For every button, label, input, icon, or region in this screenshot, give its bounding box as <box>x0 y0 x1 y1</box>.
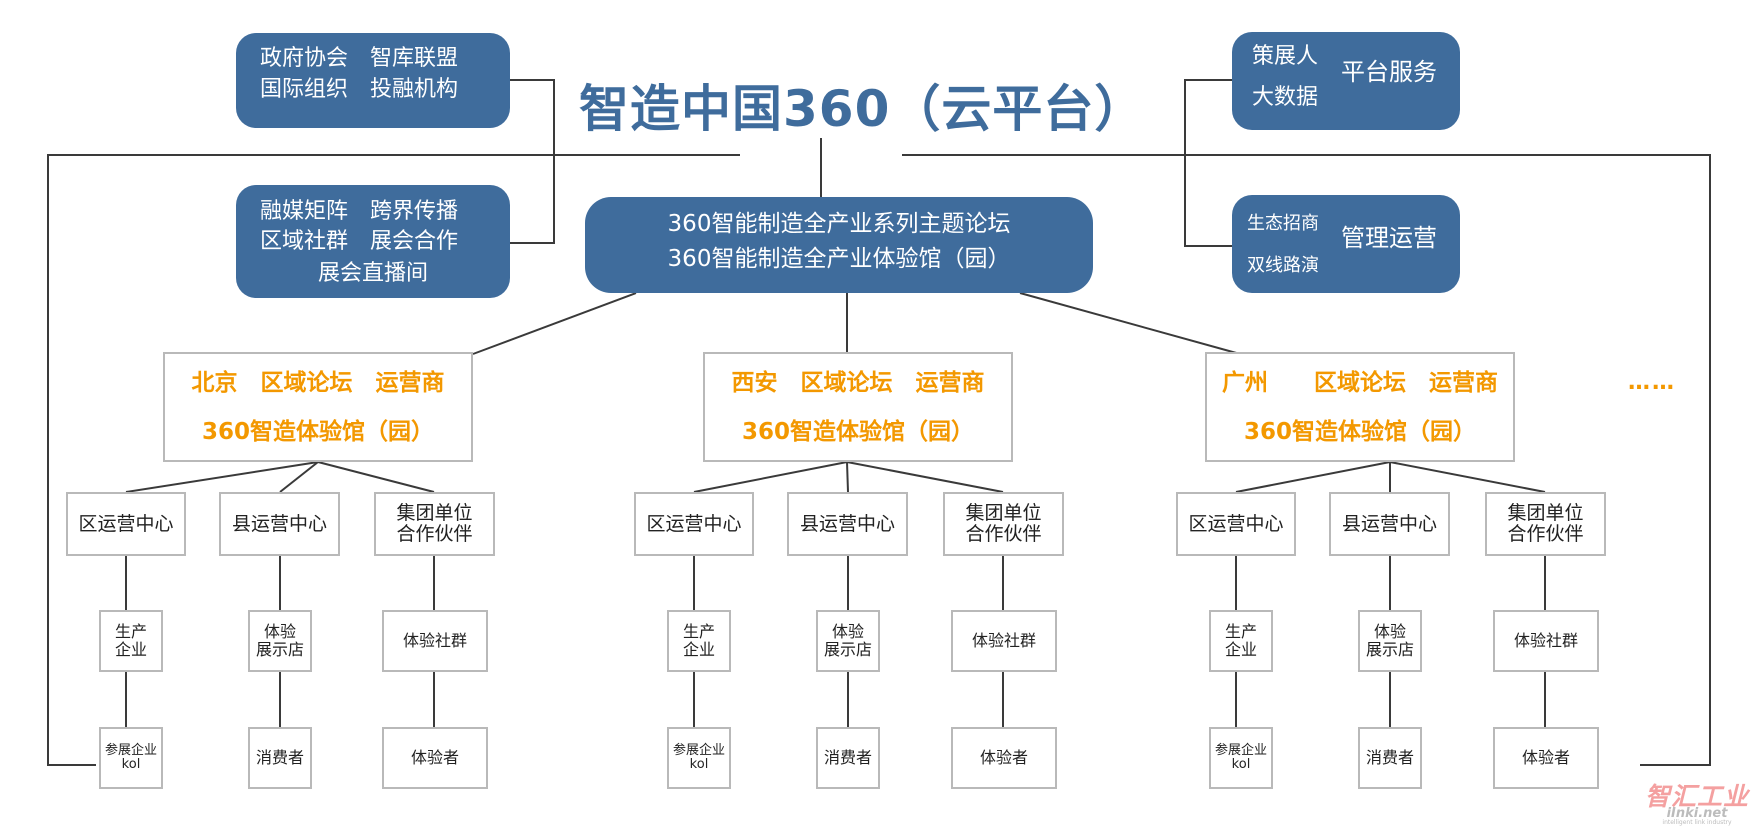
county-ops-center: 县运营中心 <box>219 492 340 556</box>
services-label: 平台服务 <box>1341 58 1437 86</box>
platform-frame-left <box>47 154 740 766</box>
production-enterprise-box: 生产企业 <box>99 610 163 672</box>
tree-connector <box>846 461 1004 493</box>
consumer-box: 消费者 <box>1358 727 1422 789</box>
tree-connector <box>693 461 848 493</box>
experience-community-box: 体验社群 <box>1493 610 1599 672</box>
media-line-2: 区域社群 展会合作 <box>260 229 459 254</box>
region-header-xian: 西安 区域论坛 运营商 360智造体验馆（园） <box>703 352 1013 462</box>
media-line-3: 展会直播间 <box>317 261 428 286</box>
region-header-line-1: 北京 区域论坛 运营商 <box>191 370 445 396</box>
connector <box>1019 292 1241 355</box>
forum-hub-box: 360智能制造全产业系列主题论坛 360智能制造全产业体验馆（园） <box>585 197 1093 293</box>
group-partner-center: 集团单位合作伙伴 <box>943 492 1064 556</box>
experiencer-box: 体验者 <box>382 727 488 789</box>
experience-store-box: 体验展示店 <box>248 610 312 672</box>
services-item-1: 策展人 <box>1252 44 1319 69</box>
hub-line-2: 360智能制造全产业体验馆（园） <box>667 246 1011 272</box>
watermark-logo: 智汇工业 iInki.net intelligent link industry <box>1645 784 1749 826</box>
tree-connector <box>1389 461 1546 493</box>
operations-box: 生态招商 双线路演 管理运营 <box>1232 195 1460 293</box>
group-partner-center: 集团单位合作伙伴 <box>1485 492 1606 556</box>
operations-item-2: 双线路演 <box>1247 255 1319 276</box>
production-enterprise-box: 生产企业 <box>1209 610 1273 672</box>
left-bracket <box>510 79 555 244</box>
operations-item-1: 生态招商 <box>1247 213 1319 234</box>
watermark-subtitle: intelligent link industry <box>1662 819 1732 826</box>
region-header-line-1: 西安 区域论坛 运营商 <box>731 370 985 396</box>
connector <box>472 292 637 355</box>
region-header-line-2: 360智造体验馆（园） <box>741 419 974 445</box>
consumer-box: 消费者 <box>248 727 312 789</box>
county-ops-center: 县运营中心 <box>1329 492 1450 556</box>
media-line-1: 融媒矩阵 跨界传播 <box>260 199 459 224</box>
experience-store-box: 体验展示店 <box>816 610 880 672</box>
district-ops-center: 区运营中心 <box>1176 492 1296 556</box>
tree-connector <box>279 461 319 493</box>
consumer-box: 消费者 <box>816 727 880 789</box>
partners-box: 政府协会 智库联盟 国际组织 投融机构 <box>236 33 510 128</box>
right-bracket <box>1184 79 1232 247</box>
watermark-url: iInki.net <box>1666 806 1728 821</box>
region-header-line-2: 360智造体验馆（园） <box>1243 419 1476 445</box>
page-title: 智造中国360（云平台） <box>579 80 1146 138</box>
partners-line-2: 国际组织 投融机构 <box>260 77 459 102</box>
tree-connector <box>125 461 319 493</box>
tree-connector <box>317 461 435 493</box>
services-item-2: 大数据 <box>1252 85 1319 110</box>
production-enterprise-box: 生产企业 <box>667 610 731 672</box>
partners-line-1: 政府协会 智库联盟 <box>260 46 459 71</box>
tree-connector <box>846 461 849 493</box>
experience-community-box: 体验社群 <box>951 610 1057 672</box>
experiencer-box: 体验者 <box>1493 727 1599 789</box>
more-regions-ellipsis: …… <box>1628 370 1676 395</box>
county-ops-center: 县运营中心 <box>787 492 908 556</box>
tree-connector <box>1235 461 1391 493</box>
group-partner-center: 集团单位合作伙伴 <box>374 492 495 556</box>
region-header-guangzhou: 广州 区域论坛 运营商 360智造体验馆（园） <box>1205 352 1515 462</box>
region-header-line-2: 360智造体验馆（园） <box>201 419 434 445</box>
region-header-line-1: 广州 区域论坛 运营商 <box>1222 370 1498 396</box>
hub-line-1: 360智能制造全产业系列主题论坛 <box>667 211 1011 237</box>
experience-community-box: 体验社群 <box>382 610 488 672</box>
experiencer-box: 体验者 <box>951 727 1057 789</box>
experience-store-box: 体验展示店 <box>1358 610 1422 672</box>
watermark-main: 智汇工业 <box>1645 782 1750 811</box>
platform-services-box: 策展人 大数据 平台服务 <box>1232 32 1460 130</box>
operations-label: 管理运营 <box>1341 224 1437 252</box>
district-ops-center: 区运营中心 <box>634 492 754 556</box>
platform-frame-right <box>902 154 1711 766</box>
media-box: 融媒矩阵 跨界传播 区域社群 展会合作 展会直播间 <box>236 185 510 298</box>
region-tree-lines <box>125 461 1546 727</box>
district-ops-center: 区运营中心 <box>66 492 186 556</box>
region-header-beijing: 北京 区域论坛 运营商 360智造体验馆（园） <box>163 352 473 462</box>
